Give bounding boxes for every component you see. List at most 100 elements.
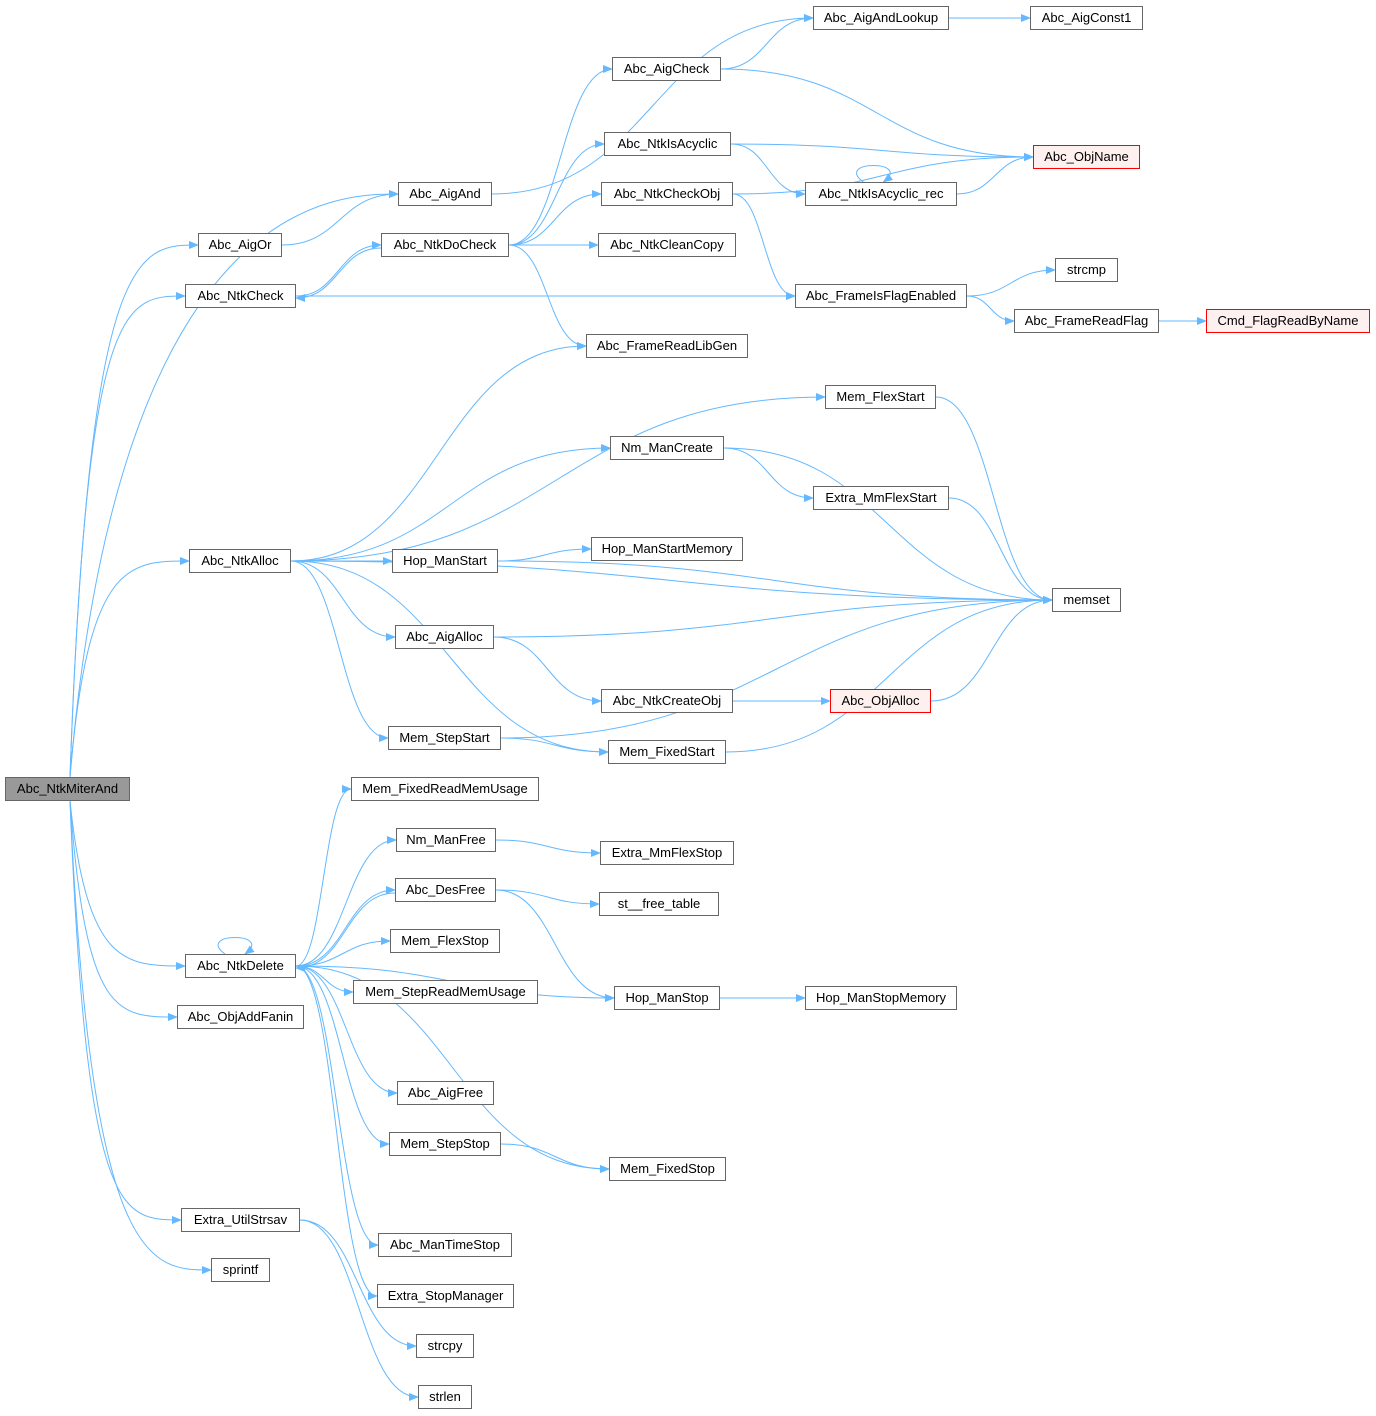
node-strcpy[interactable]: strcpy xyxy=(416,1334,474,1358)
edge-aigor-to-aigand xyxy=(281,190,399,246)
node-memfixedreadmemusage[interactable]: Mem_FixedReadMemUsage xyxy=(351,777,539,801)
node-objalloc[interactable]: Abc_ObjAlloc xyxy=(830,689,931,713)
node-ntkdelete[interactable]: Abc_NtkDelete xyxy=(185,954,296,978)
edge-ntkdelete-to-mantimestop xyxy=(295,965,379,1249)
edge-ntkcheck-to-ntkdocheck xyxy=(295,241,382,297)
node-hopmanstopmemory[interactable]: Hop_ManStopMemory xyxy=(805,986,957,1010)
edge-miter-to-ntkcheck xyxy=(69,292,186,778)
edge-nmmanfree-to-extrammflexstop xyxy=(495,839,601,857)
node-framereadflag[interactable]: Abc_FrameReadFlag xyxy=(1014,309,1159,333)
node-aigalloc[interactable]: Abc_AigAlloc xyxy=(395,625,494,649)
node-aigand[interactable]: Abc_AigAnd xyxy=(398,182,492,206)
edge-ntkcheckobj-to-objname xyxy=(732,153,1034,195)
node-strlen[interactable]: strlen xyxy=(418,1385,472,1409)
edge-aigcheck-to-objname xyxy=(720,68,1034,161)
node-memfixedstart[interactable]: Mem_FixedStart xyxy=(608,740,726,764)
node-hopmanstart[interactable]: Hop_ManStart xyxy=(392,549,498,573)
node-extrammflexstart[interactable]: Extra_MmFlexStart xyxy=(813,486,949,510)
node-hopmanstartmemory[interactable]: Hop_ManStartMemory xyxy=(591,537,743,561)
edge-ntkisacyclicrec-to-ntkisacyclicrec xyxy=(856,165,894,183)
node-ntkcreateobj[interactable]: Abc_NtkCreateObj xyxy=(601,689,733,713)
node-aigfree[interactable]: Abc_AigFree xyxy=(397,1081,494,1105)
edge-ntkdocheck-to-framereadlibgen xyxy=(508,244,587,350)
edge-nmmancreate-to-extrammflexstart xyxy=(723,447,814,502)
edge-desfree-to-hopmanstop xyxy=(495,889,615,1002)
edge-ntkisacyclicrec-to-objname xyxy=(956,153,1034,195)
node-extrammflexstop[interactable]: Extra_MmFlexStop xyxy=(600,841,734,865)
edge-memflexstart-to-memset xyxy=(935,396,1053,604)
edge-ntkcheckobj-to-frameisflagenabled xyxy=(732,193,796,300)
node-aigconst1[interactable]: Abc_AigConst1 xyxy=(1030,6,1143,30)
edge-hopmanstart-to-memset xyxy=(497,560,1053,604)
edge-frameisflagenabled-to-framereadflag xyxy=(966,295,1015,325)
node-extrastopmanager[interactable]: Extra_StopManager xyxy=(377,1284,514,1308)
edge-ntkdelete-to-memflexstop xyxy=(295,937,391,967)
node-memstepreadmemusage[interactable]: Mem_StepReadMemUsage xyxy=(353,980,538,1004)
edge-miter-to-aigor xyxy=(69,241,199,778)
edge-ntkalloc-to-nmmancreate xyxy=(290,444,611,562)
node-desfree[interactable]: Abc_DesFree xyxy=(395,878,496,902)
node-memflexstart[interactable]: Mem_FlexStart xyxy=(825,385,936,409)
node-cmdflagreadbyname[interactable]: Cmd_FlagReadByName xyxy=(1206,309,1370,333)
node-aigcheck[interactable]: Abc_AigCheck xyxy=(612,57,721,81)
edge-miter-to-sprintf xyxy=(69,800,212,1274)
node-ntkcheck[interactable]: Abc_NtkCheck xyxy=(185,284,296,308)
node-strcmp[interactable]: strcmp xyxy=(1055,258,1118,282)
edge-desfree-to-ntkdelete xyxy=(295,892,396,972)
node-ntkcheckobj[interactable]: Abc_NtkCheckObj xyxy=(601,182,733,206)
edge-miter-to-extrautilstrsav xyxy=(69,800,182,1224)
edge-extrautilstrsav-to-strcpy xyxy=(299,1219,417,1350)
edge-ntkisacyclic-to-objname xyxy=(730,143,1034,161)
node-frameisflagenabled[interactable]: Abc_FrameIsFlagEnabled xyxy=(795,284,967,308)
node-memset[interactable]: memset xyxy=(1052,588,1121,612)
node-ntkdocheck[interactable]: Abc_NtkDoCheck xyxy=(381,233,509,257)
node-ntkisacyclicrec[interactable]: Abc_NtkIsAcyclic_rec xyxy=(805,182,957,206)
edge-ntkdelete-to-memstepstop xyxy=(295,965,390,1148)
edge-ntkalloc-to-memfixedstart xyxy=(290,560,609,756)
node-framereadlibgen[interactable]: Abc_FrameReadLibGen xyxy=(586,334,748,358)
edge-ntkdelete-to-memfixedreadmemusage xyxy=(295,785,352,967)
node-stfreetable[interactable]: st__free_table xyxy=(599,892,719,916)
edge-ntkalloc-to-memstepstart xyxy=(290,560,389,742)
node-ntkalloc[interactable]: Abc_NtkAlloc xyxy=(189,549,291,573)
edge-aigcheck-to-aigandlookup xyxy=(720,14,814,70)
node-miter[interactable]: Abc_NtkMiterAnd xyxy=(5,777,130,801)
node-extrautilstrsav[interactable]: Extra_UtilStrsav xyxy=(181,1208,300,1232)
node-sprintf[interactable]: sprintf xyxy=(211,1258,270,1282)
edge-ntkalloc-to-framereadlibgen xyxy=(290,342,587,562)
edge-memstepstop-to-memfixedstop xyxy=(500,1143,610,1173)
edge-desfree-to-stfreetable xyxy=(495,889,600,908)
edge-ntkalloc-to-aigalloc xyxy=(290,560,396,641)
edge-miter-to-aigand xyxy=(69,190,399,778)
node-ntkisacyclic[interactable]: Abc_NtkIsAcyclic xyxy=(604,132,731,156)
node-memstepstop[interactable]: Mem_StepStop xyxy=(389,1132,501,1156)
node-objaddfanin[interactable]: Abc_ObjAddFanin xyxy=(177,1005,304,1029)
node-mantimestop[interactable]: Abc_ManTimeStop xyxy=(378,1233,512,1257)
edge-ntkdelete-to-extrastopmanager xyxy=(295,965,378,1300)
node-memfixedstop[interactable]: Mem_FixedStop xyxy=(609,1157,726,1181)
edge-extrautilstrsav-to-strlen xyxy=(299,1219,419,1401)
edge-aigalloc-to-ntkcreateobj xyxy=(493,636,602,705)
edge-memstepstart-to-memfixedstart xyxy=(500,737,609,756)
edge-miter-to-ntkalloc xyxy=(69,557,190,778)
edge-ntkalloc-to-memflexstart xyxy=(290,393,826,562)
node-objname[interactable]: Abc_ObjName xyxy=(1033,145,1140,169)
node-memstepstart[interactable]: Mem_StepStart xyxy=(388,726,501,750)
edge-ntkdocheck-to-aigcheck xyxy=(508,65,613,246)
edge-ntkdelete-to-memfixedstop xyxy=(295,965,610,1173)
node-aigor[interactable]: Abc_AigOr xyxy=(198,233,282,257)
node-hopmanstop[interactable]: Hop_ManStop xyxy=(614,986,720,1010)
node-aigandlookup[interactable]: Abc_AigAndLookup xyxy=(813,6,949,30)
edge-aigand-to-aigandlookup xyxy=(491,14,814,195)
edge-objalloc-to-memset xyxy=(930,596,1053,702)
node-memflexstop[interactable]: Mem_FlexStop xyxy=(390,929,500,953)
edge-extrammflexstart-to-memset xyxy=(948,497,1053,604)
edge-nmmancreate-to-memset xyxy=(723,447,1053,604)
edge-miter-to-objaddfanin xyxy=(69,800,178,1021)
node-nmmancreate[interactable]: Nm_ManCreate xyxy=(610,436,724,460)
node-nmmanfree[interactable]: Nm_ManFree xyxy=(396,828,496,852)
edge-aigalloc-to-memset xyxy=(493,596,1053,638)
node-ntkcleancopy[interactable]: Abc_NtkCleanCopy xyxy=(598,233,736,257)
